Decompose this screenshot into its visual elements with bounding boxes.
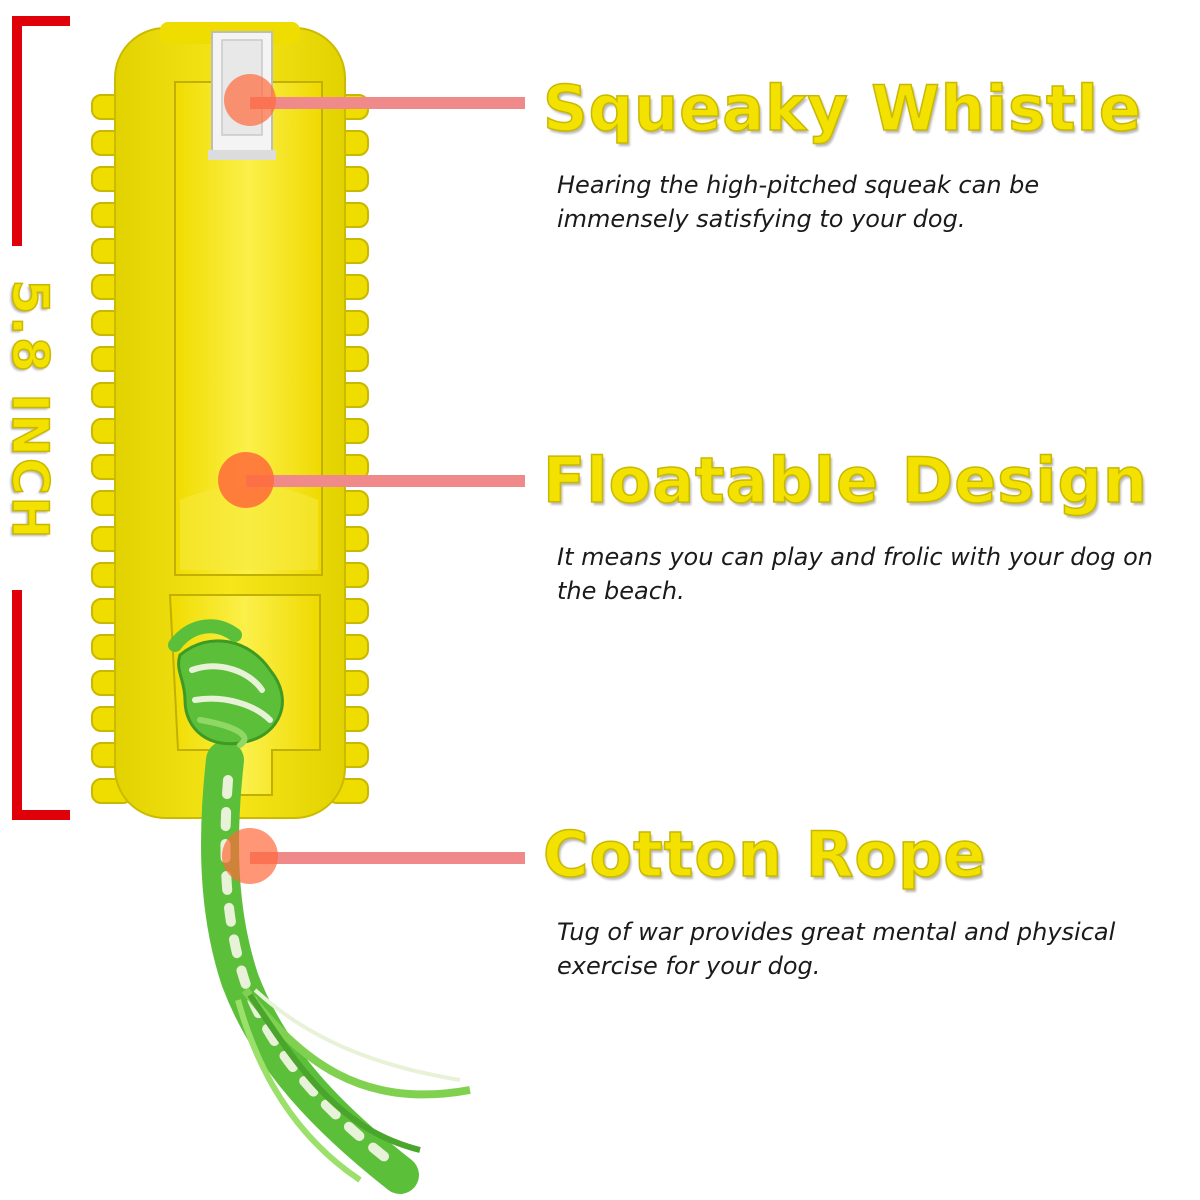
feature-description-squeaky-whistle: Hearing the high-pitched squeak can be i…	[557, 171, 1040, 233]
feature-title-squeaky-whistle: Squeaky Whistle	[542, 72, 1142, 145]
feature-description-cotton-rope: Tug of war provides great mental and phy…	[557, 918, 1116, 980]
toy-body	[91, 22, 369, 819]
feature-title-floatable-design: Floatable Design	[542, 444, 1148, 517]
callout-squeaky-whistle	[224, 74, 525, 126]
callout-floatable-design	[218, 452, 525, 508]
callout-cotton-rope	[222, 828, 525, 884]
measure-bracket	[12, 16, 70, 820]
feature-title-cotton-rope: Cotton Rope	[542, 818, 987, 891]
feature-description-floatable-design: It means you can play and frolic with yo…	[557, 543, 1153, 605]
size-label: 5.8 INCH	[0, 279, 60, 541]
